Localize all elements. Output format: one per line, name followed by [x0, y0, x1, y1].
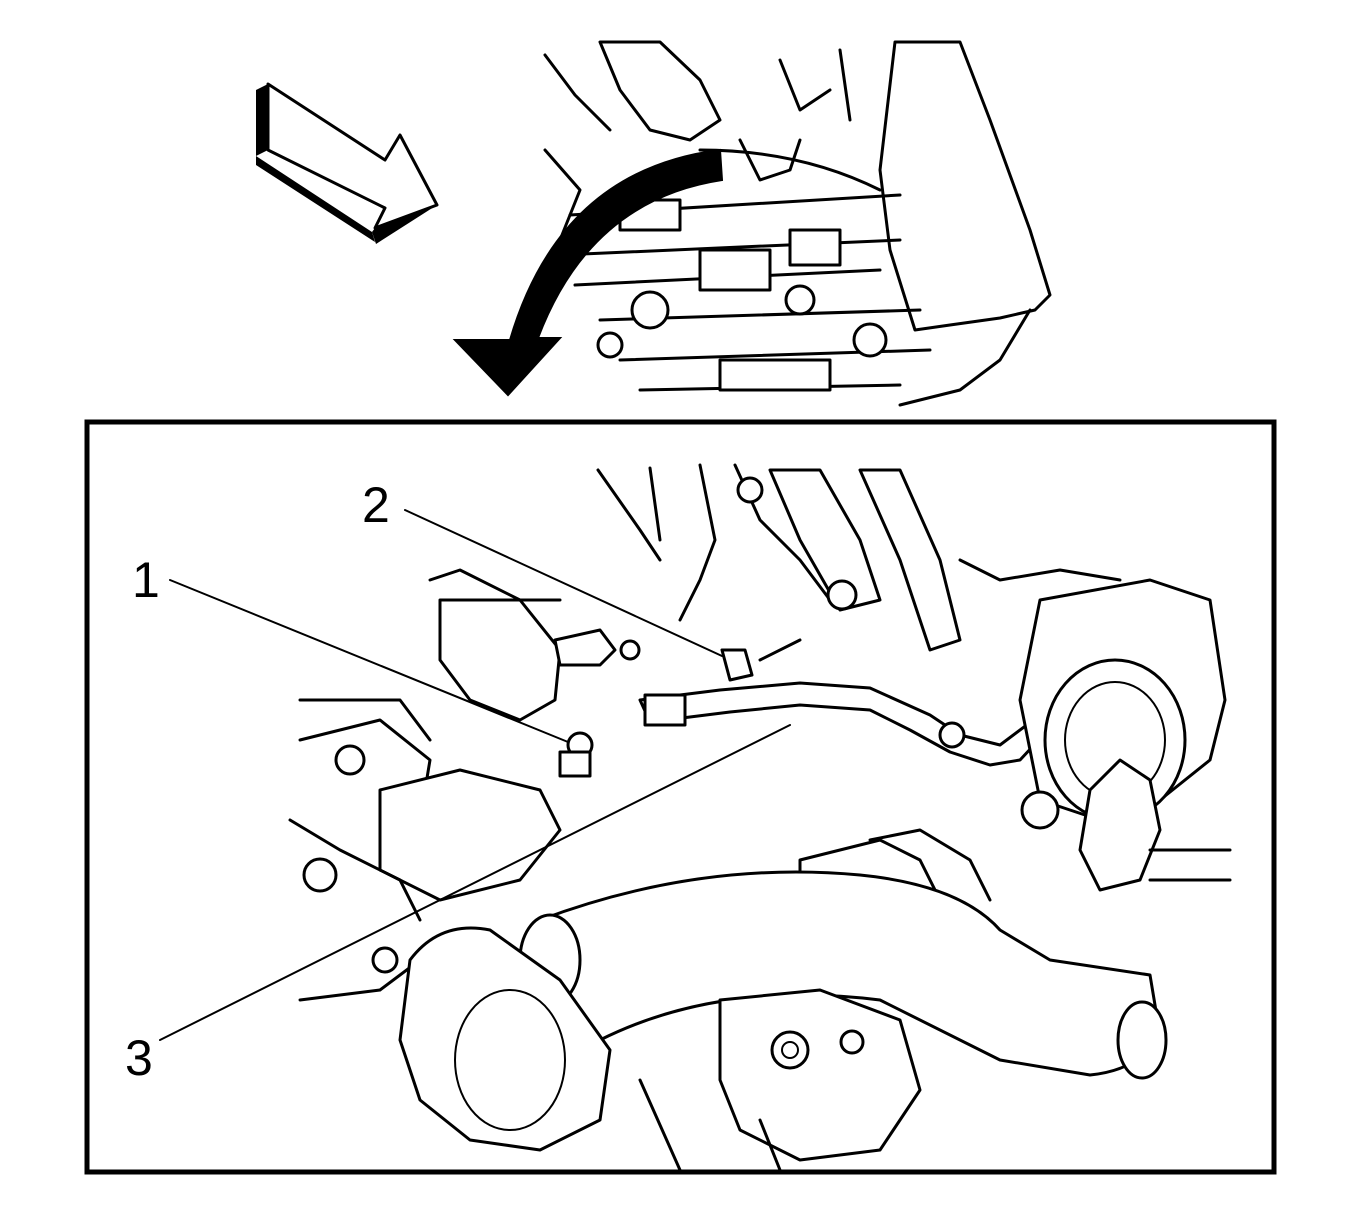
leader-line-3 [159, 724, 791, 1041]
detail-frame [84, 419, 1277, 1175]
view-direction-arrow-icon [256, 82, 439, 244]
overview-view [256, 40, 1052, 407]
leader-lines [159, 509, 791, 1041]
leader-line-1 [169, 579, 569, 743]
leader-line-2 [404, 509, 723, 657]
callout-label-3: 3 [125, 1030, 153, 1086]
detail-view [288, 463, 1232, 1172]
rotation-arrow-icon [452, 148, 724, 397]
callout-label-1: 1 [132, 552, 160, 608]
callout-label-2: 2 [362, 477, 390, 533]
